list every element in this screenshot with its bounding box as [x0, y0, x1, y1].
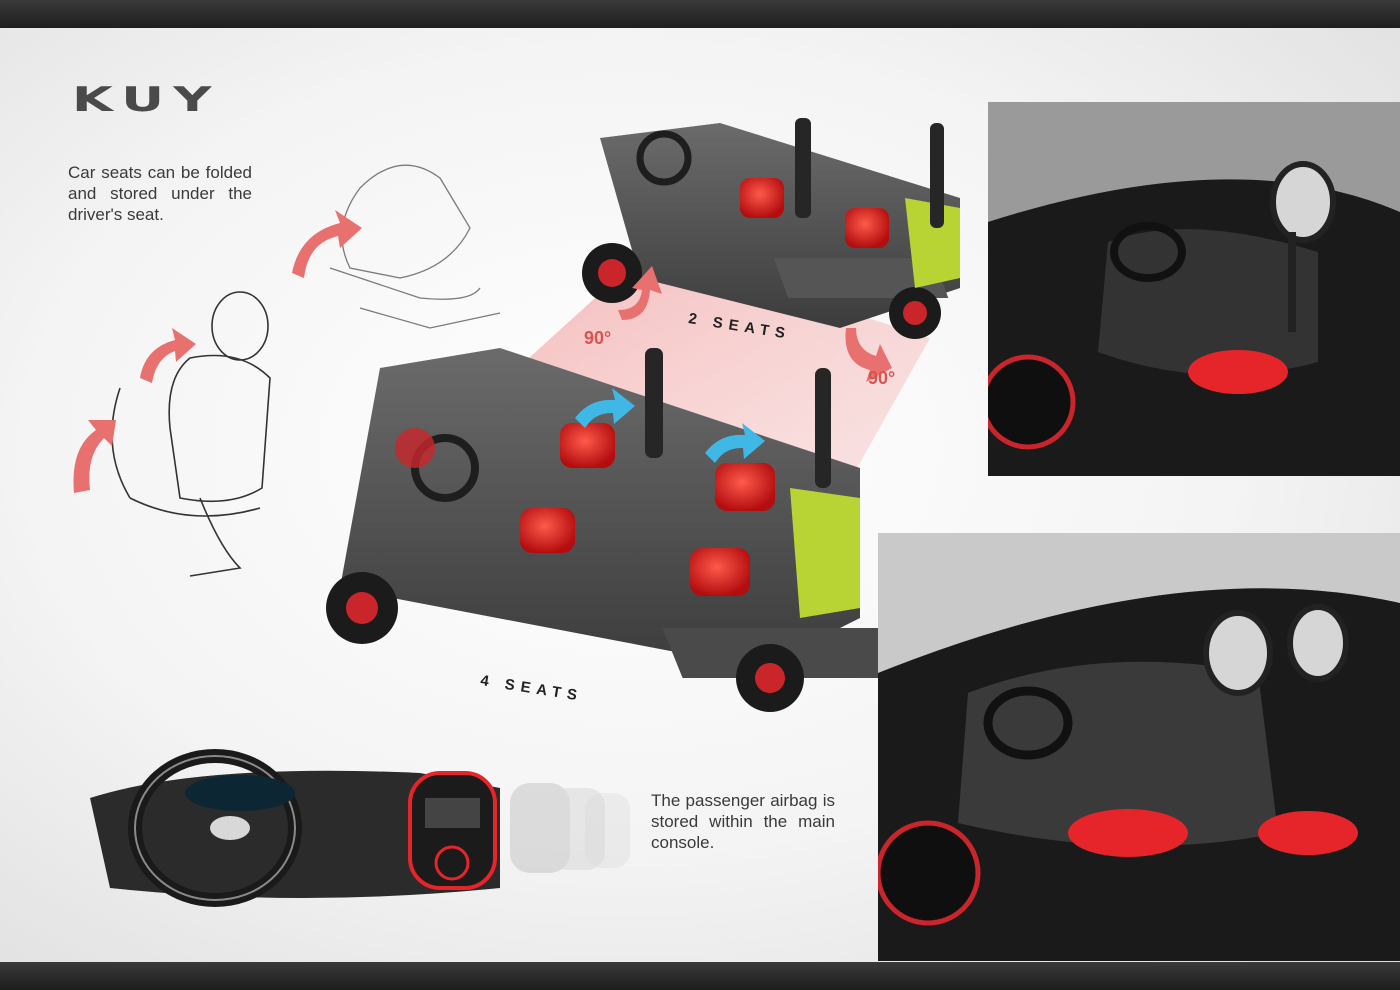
seat-sketch [111, 291, 271, 577]
illustration-layer [73, 118, 960, 907]
two-seat-chassis [582, 118, 960, 339]
interior-render-four-seats [878, 533, 1400, 961]
four-seat-chassis [326, 348, 913, 712]
bottom-frame-bar [0, 962, 1400, 990]
design-canvas: KUY Car seats can be folded and stored u… [0, 28, 1400, 962]
airbag-note: The passenger airbag is stored within th… [651, 791, 835, 852]
rotate-arrow-icon [618, 266, 892, 382]
brand-logo: KUY [72, 80, 221, 120]
rotation-left-label: 90° [584, 328, 612, 348]
seat-folding-note: Car seats can be folded and stored under… [68, 163, 252, 224]
flip-arrow-icon [575, 388, 765, 463]
interior-render-two-seats [988, 102, 1400, 476]
rotation-right-label: 90° [868, 368, 896, 388]
folded-seat-sketch [329, 164, 501, 329]
dashboard-render [90, 749, 630, 907]
rotate-arrow-icon [73, 210, 362, 493]
top-frame-bar [0, 0, 1400, 28]
